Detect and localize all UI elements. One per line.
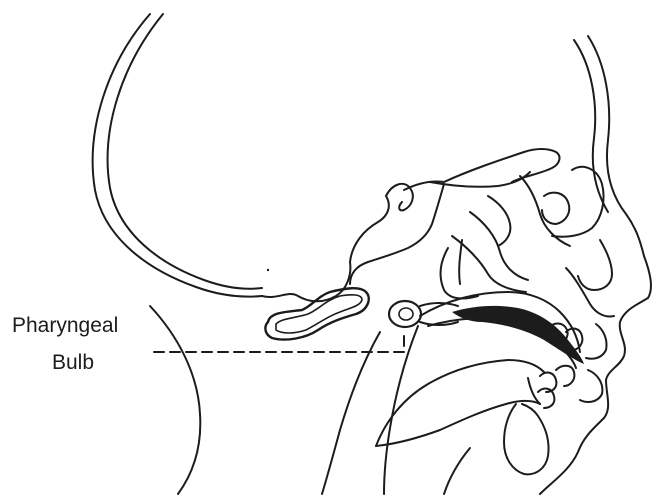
pharyngeal-bulb-label-line2: Bulb: [52, 352, 94, 373]
nasal-bone: [520, 176, 570, 246]
chin-bone: [504, 404, 549, 474]
palatal-plate-fill: [452, 306, 584, 364]
nostril-line: [566, 268, 614, 317]
nasal-cavity-vertical: [459, 240, 462, 284]
skull-outer-contour: [93, 14, 262, 297]
nose-ala: [578, 240, 612, 290]
turbinate-upper: [488, 196, 510, 246]
neck-back-line: [150, 306, 200, 494]
nasal-roof-line: [430, 172, 530, 187]
turbinate-middle: [470, 212, 528, 280]
bulb-ring-inner: [399, 308, 413, 320]
lower-lip: [580, 370, 602, 402]
pharyngeal-bulb-label-line1: Pharyngeal: [12, 315, 118, 336]
turbinate-lower: [452, 236, 526, 292]
upper-lip: [586, 324, 607, 359]
skull-inner-contour: [108, 14, 262, 289]
larynx-line: [444, 448, 470, 494]
bulb-leader-line: [154, 330, 404, 352]
orbit-contour: [552, 167, 604, 237]
cranial-base-line: [404, 149, 559, 190]
pharynx-front-line: [322, 332, 380, 494]
tongue-body: [376, 401, 540, 446]
bulb-ring-outer: [389, 301, 421, 327]
skull-base-ridge: [262, 196, 389, 301]
speck-mark: [267, 269, 269, 271]
orbit-inner: [542, 193, 569, 224]
